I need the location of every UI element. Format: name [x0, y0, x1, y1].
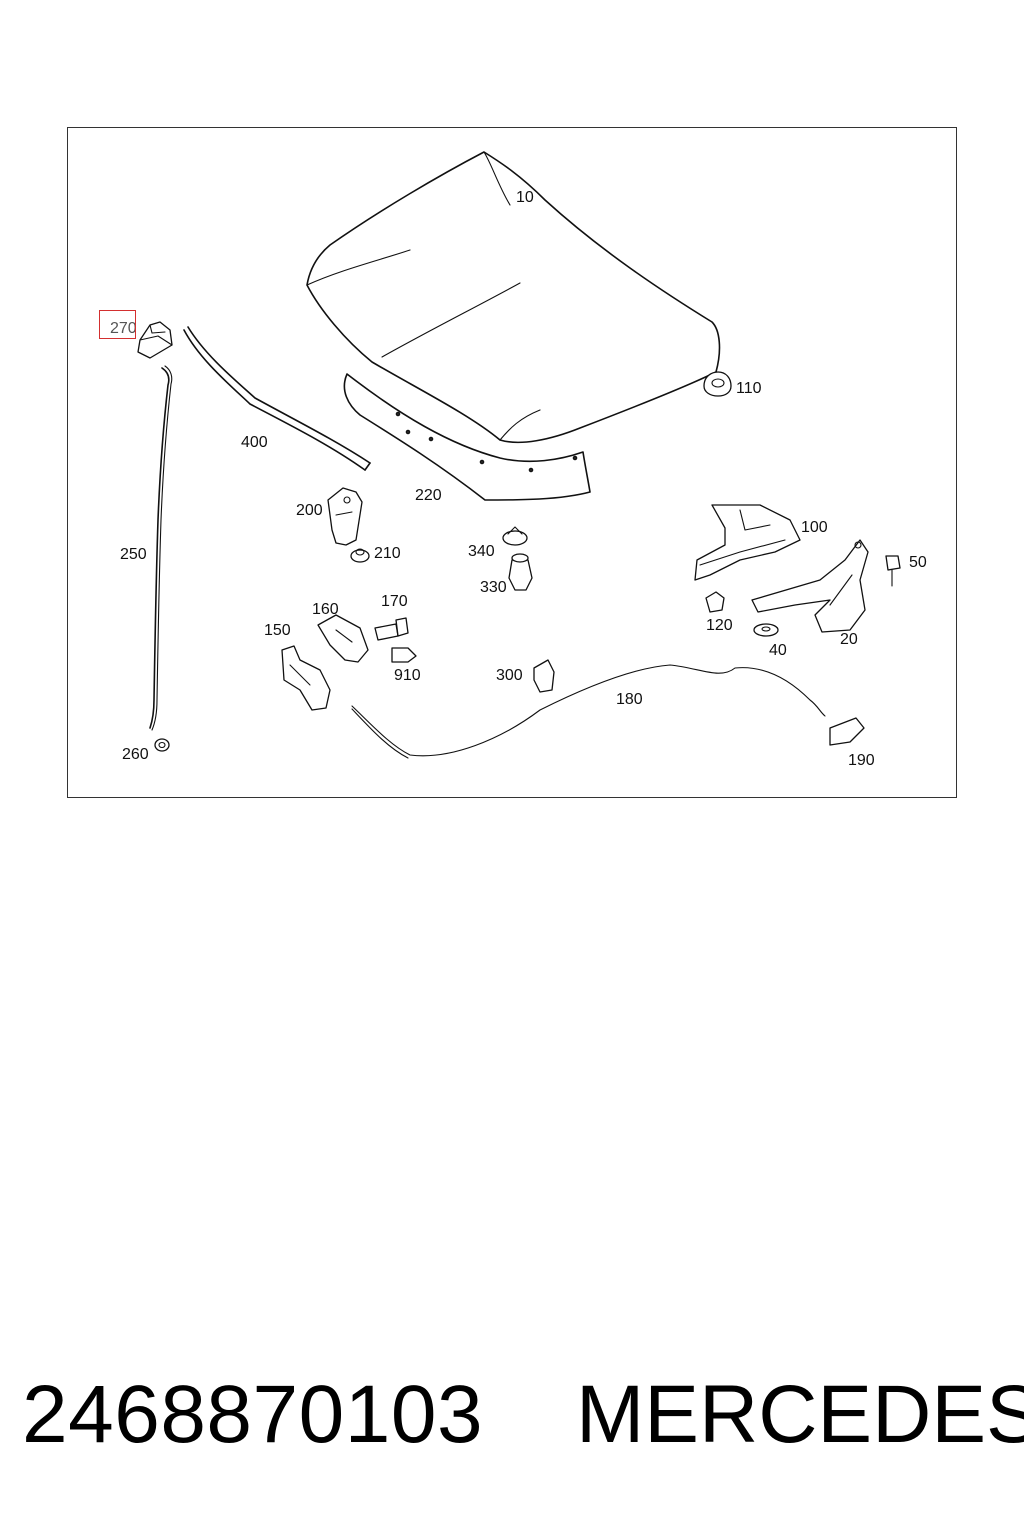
insulation-part-220 — [343, 373, 591, 501]
label-190: 190 — [848, 752, 875, 769]
label-210: 210 — [374, 545, 401, 562]
highlight-box-270 — [99, 310, 136, 339]
parts-diagram: 10 20 40 50 100 110 120 150 160 170 180 … — [110, 151, 927, 769]
cable-part-180 — [351, 664, 826, 759]
hood-part-10 — [306, 151, 721, 444]
label-180: 180 — [616, 691, 643, 708]
label-400: 400 — [241, 434, 268, 451]
bump-stop-part-110 — [703, 371, 732, 397]
part-number: 2468870103 — [22, 1369, 484, 1460]
diagram-frame — [67, 127, 957, 798]
lock-part-150 — [281, 645, 331, 711]
seal-strip-part-400 — [183, 326, 371, 471]
bracket-part-200 — [327, 487, 363, 546]
label-250: 250 — [120, 546, 147, 563]
lock-part-160 — [317, 614, 369, 663]
bracket-part-100 — [694, 504, 801, 581]
grommet-part-260 — [154, 738, 170, 752]
label-260: 260 — [122, 746, 149, 763]
buffer-part-340 — [502, 526, 528, 546]
label-40: 40 — [769, 642, 787, 659]
label-100: 100 — [801, 519, 828, 536]
label-910: 910 — [394, 667, 421, 684]
label-300: 300 — [496, 667, 523, 684]
label-170: 170 — [381, 593, 408, 610]
label-160: 160 — [312, 601, 339, 618]
screw-part-170 — [374, 617, 409, 641]
tag-part-910 — [391, 647, 417, 663]
clip-part-330 — [508, 553, 533, 591]
clip-part-120 — [705, 591, 725, 613]
label-330: 330 — [480, 579, 507, 596]
nut-part-210 — [350, 548, 370, 563]
hinge-part-20 — [751, 539, 869, 633]
label-150: 150 — [264, 622, 291, 639]
rod-holder-part-270 — [137, 321, 173, 359]
label-220: 220 — [415, 487, 442, 504]
label-20: 20 — [840, 631, 858, 648]
footer: 2468870103 MERCEDES — [0, 1368, 1024, 1468]
label-270: 270 — [110, 320, 137, 337]
washer-part-40 — [753, 623, 779, 637]
label-10: 10 — [516, 189, 534, 206]
label-50: 50 — [909, 554, 927, 571]
bolt-part-50 — [885, 555, 901, 587]
label-120: 120 — [706, 617, 733, 634]
brand-name: MERCEDES — [576, 1369, 1024, 1460]
handle-part-190 — [829, 717, 865, 746]
label-110: 110 — [736, 380, 762, 397]
prop-rod-part-250 — [149, 365, 173, 731]
label-340: 340 — [468, 543, 495, 560]
clip-part-300 — [533, 659, 555, 693]
label-200: 200 — [296, 502, 323, 519]
